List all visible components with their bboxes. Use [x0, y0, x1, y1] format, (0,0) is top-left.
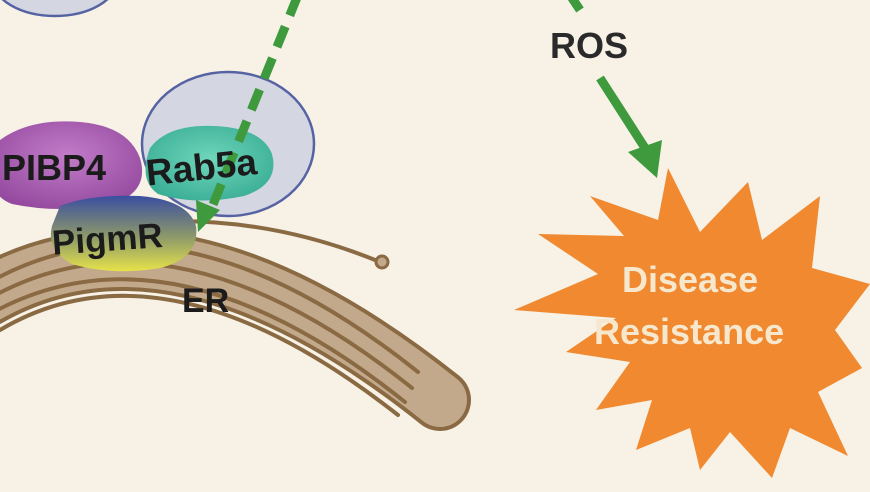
dashed-arrow: [196, 0, 301, 232]
pibp4-shape: [0, 121, 143, 209]
pigmr-shape: [50, 195, 197, 272]
label-ros: ROS: [550, 25, 628, 66]
label-pigmr: PigmR: [51, 216, 164, 263]
label-disease: Disease: [622, 259, 758, 300]
solid-arrow: [596, 75, 662, 178]
label-resistance: Resistance: [594, 311, 784, 352]
label-pibp4: PIBP4: [2, 147, 106, 188]
label-er: ER: [182, 282, 229, 320]
er-membrane-shape: [0, 219, 471, 431]
starburst-shape: [514, 168, 870, 478]
vesicle-top-left: [1, 0, 109, 18]
arrow-segment-top: [567, 0, 584, 13]
rab5a-shape: [145, 125, 274, 201]
